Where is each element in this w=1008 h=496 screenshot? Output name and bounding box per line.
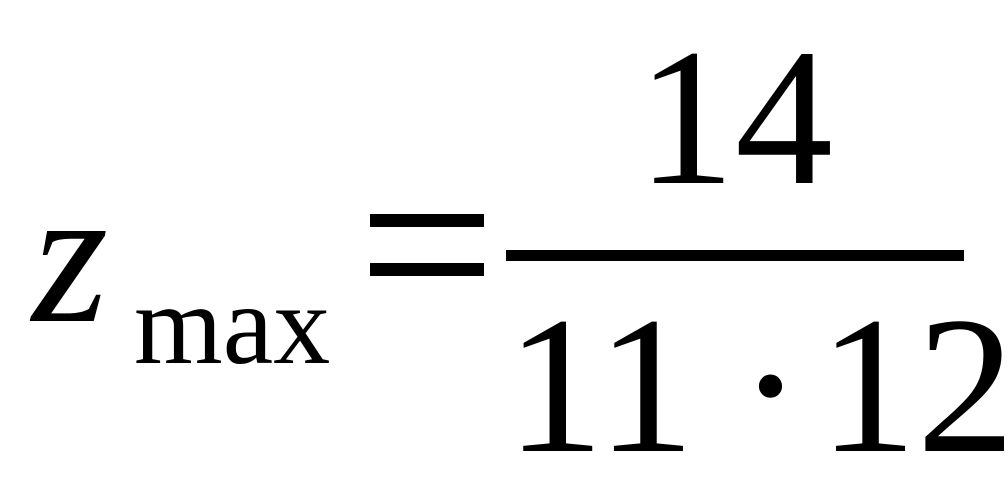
denominator-left-factor: 11: [506, 277, 695, 494]
variable-z: z: [32, 147, 109, 364]
fraction-denominator: 11·12: [506, 288, 1008, 484]
equals-bar-bottom: [370, 263, 484, 276]
fraction-numerator: 14: [637, 9, 833, 226]
fraction-bar: [506, 250, 964, 261]
equals-sign: [370, 214, 484, 276]
multiplication-dot: ·: [737, 277, 804, 494]
equals-bar-top: [370, 214, 484, 227]
denominator-right-factor: 12: [818, 277, 1008, 494]
subscript-max: max: [134, 261, 331, 388]
